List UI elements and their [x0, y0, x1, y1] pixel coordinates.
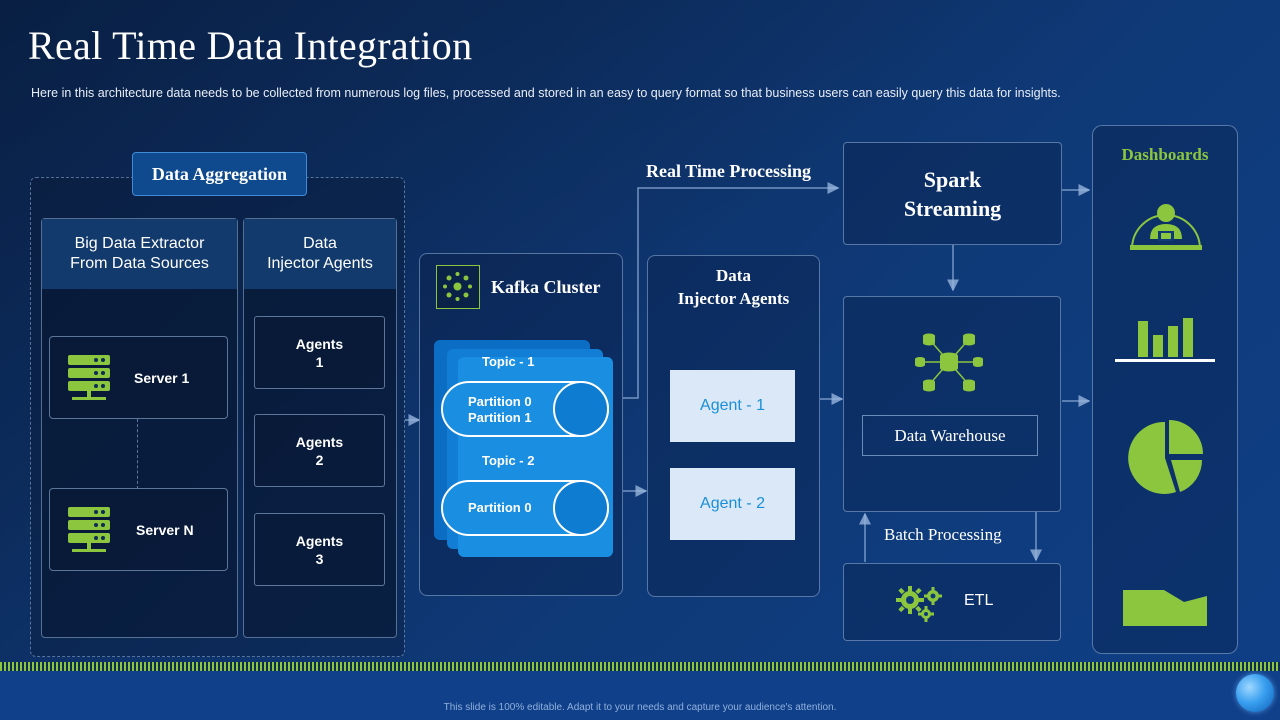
topic-2-partition-end — [553, 480, 609, 536]
server-icon — [68, 507, 110, 552]
spark-streaming-box: Spark Streaming — [843, 142, 1062, 245]
kafka-network-icon — [443, 272, 472, 301]
server-n-label: Server N — [136, 522, 194, 538]
area-chart-icon — [1123, 590, 1207, 626]
topic-1-partition-end — [553, 381, 609, 437]
data-warehouse-label: Data Warehouse — [862, 415, 1038, 456]
data-warehouse-panel — [843, 296, 1061, 512]
gears-icon — [896, 586, 942, 622]
agents-3-box: Agents 3 — [254, 513, 385, 586]
server-1-card: Server 1 — [49, 336, 228, 419]
topic-2-label: Topic - 2 — [482, 453, 535, 468]
extractor-heading: Big Data Extractor From Data Sources — [42, 219, 237, 289]
globe-icon — [1236, 674, 1274, 712]
server-icon — [68, 355, 110, 400]
server-n-card: Server N — [49, 488, 228, 571]
database-network-icon — [915, 333, 983, 392]
dashboards-title: Dashboards — [1121, 145, 1209, 164]
footer-note: This slide is 100% editable. Adapt it to… — [443, 702, 837, 713]
pie-chart-icon — [1128, 420, 1203, 494]
etl-label: ETL — [964, 592, 994, 609]
agent-2-box: Agent - 2 — [670, 468, 795, 540]
kafka-icon — [436, 265, 480, 309]
user-at-desk-icon — [1130, 204, 1202, 250]
data-aggregation-label: Data Aggregation — [132, 152, 307, 196]
server-1-label: Server 1 — [134, 370, 190, 386]
real-time-processing-label: Real Time Processing — [646, 161, 811, 181]
server-connector-line — [137, 419, 138, 489]
agents-2-box: Agents 2 — [254, 414, 385, 487]
agents-1-box: Agents 1 — [254, 316, 385, 389]
agent-1-box: Agent - 1 — [670, 370, 795, 442]
injector-agents-title: Data Injector Agents — [677, 266, 790, 308]
page-title: Real Time Data Integration — [28, 23, 473, 68]
bar-chart-icon — [1115, 318, 1215, 362]
injector-heading: Data Injector Agents — [244, 219, 396, 289]
topic-1-label: Topic - 1 — [482, 354, 535, 369]
etl-box — [843, 563, 1061, 641]
batch-processing-label: Batch Processing — [884, 525, 1002, 544]
footer-band — [0, 671, 1280, 720]
topic-2-partitions: Partition 0 — [468, 500, 532, 515]
page-subtitle: Here in this architecture data needs to … — [31, 86, 1061, 100]
kafka-cluster-title: Kafka Cluster — [491, 277, 601, 297]
footer-stripe — [0, 662, 1280, 671]
topic-1-partitions: Partition 0 Partition 1 — [468, 394, 532, 425]
